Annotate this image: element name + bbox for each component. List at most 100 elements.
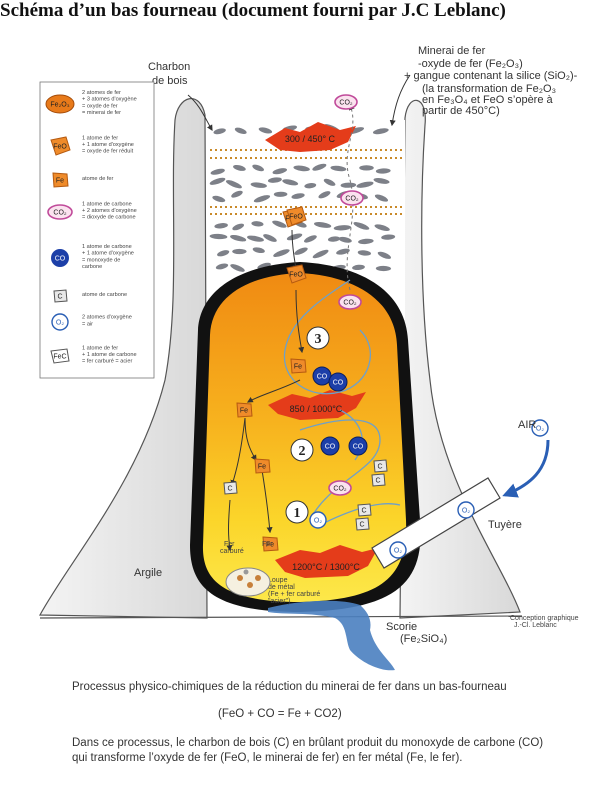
charcoal-piece — [312, 163, 327, 171]
legend-text-line: = oxyde de fer réduit — [82, 149, 134, 155]
co-stage2a: CO — [320, 436, 340, 456]
label-minerai-2: -oxyde de fer (Fe₂O₃) — [418, 58, 523, 70]
o2-air-label: O₂ — [536, 426, 544, 433]
legend-symbol: Fe₂O₃ — [50, 102, 69, 109]
label-loupe-2: de métal — [268, 584, 295, 591]
charcoal-piece — [359, 165, 374, 171]
co-stage2b: CO — [348, 436, 368, 456]
label-fer-2: Fer — [262, 541, 273, 548]
label-fer-carbure-2: carburé — [220, 548, 244, 555]
charcoal-piece — [231, 190, 243, 198]
label-loupe-1: Loupe — [268, 577, 288, 584]
o2-tuyere-inlet-label: O₂ — [394, 548, 402, 555]
label-fer-carbure-1: Fer — [224, 541, 235, 548]
co-stage2b-label: CO — [353, 444, 364, 451]
legend-text-line: 1 atome de carbone — [82, 244, 132, 250]
charcoal-piece — [232, 248, 247, 255]
charcoal-piece — [230, 264, 245, 272]
charcoal-piece — [286, 233, 303, 241]
charcoal-piece — [357, 250, 372, 256]
stage-1: 1 — [294, 506, 301, 521]
carbon-4-label: C — [361, 508, 366, 515]
co2-upper-label: CO₂ — [343, 300, 357, 307]
charcoal-piece — [352, 264, 365, 271]
charcoal-piece — [210, 168, 225, 175]
legend-item-o2: O₂2 atomes d'oxygène= air — [51, 313, 132, 331]
charcoal-piece — [381, 234, 396, 240]
legend-symbol: FeC — [53, 354, 66, 361]
charcoal-piece — [314, 222, 332, 228]
legend-text-line: + 1 atome d'oxygène — [82, 251, 134, 257]
legend-text-line: = fer carburé = acier — [82, 359, 133, 365]
charcoal-piece — [312, 249, 329, 259]
co-stage3-label: CO — [317, 374, 328, 381]
label-scorie: Scorie — [386, 621, 417, 633]
legend-text-line: 2 atomes de fer — [82, 90, 121, 96]
charcoal-piece — [233, 164, 246, 171]
stage-markers: 3 2 1 — [285, 326, 330, 524]
fe-falling-3: Fe — [262, 536, 279, 552]
charcoal-piece — [212, 195, 226, 203]
legend-item-co: CO 1 atome de carbone+ 1 atome d'oxygène=… — [51, 244, 134, 270]
o2-tuyere-label: O₂ — [462, 508, 470, 515]
molecules: CO₂CO₂CO₂FeOFeOFeCOCOFeFeCFeCOCOCCCO₂O₂C… — [223, 94, 549, 559]
legend-symbol: Fe — [56, 178, 64, 185]
charcoal-piece — [251, 221, 264, 227]
charcoal-piece — [333, 225, 352, 231]
charcoal-piece — [375, 168, 391, 174]
legend-text-line: = oxyde de fer — [82, 103, 118, 109]
label-charbon-1: Charbon — [148, 61, 190, 73]
fe-falling-2: Fe — [254, 458, 271, 474]
legend-symbol: CO — [55, 256, 66, 263]
charcoal-piece — [272, 168, 288, 175]
caption-line-3: Dans ce processus, le charbon de bois (C… — [72, 737, 544, 749]
fe-falling-1: Fe — [236, 402, 253, 418]
charcoal-piece — [373, 177, 390, 184]
charcoal-piece — [215, 263, 229, 270]
credit-line-2: J.-Cl. Leblanc — [514, 622, 557, 629]
page-title: Schéma d’un bas fourneau (document fourn… — [0, 0, 506, 21]
feo-reducing: FeO — [286, 264, 307, 284]
carbon-2-label: C — [377, 464, 382, 471]
co-stage3: CO — [312, 366, 332, 386]
legend-text-line: = monoxyde de — [82, 257, 120, 263]
legend-text-line: 1 atome de fer — [82, 345, 118, 351]
charcoal-piece — [267, 177, 282, 183]
credit-line-1: Conception graphique — [510, 615, 579, 622]
co2-rising-label: CO₂ — [345, 196, 359, 203]
charcoal-piece — [272, 220, 287, 228]
charcoal-piece — [230, 235, 247, 242]
charcoal-piece — [318, 191, 331, 199]
charcoal-piece — [213, 128, 226, 135]
label-air: AIR — [518, 419, 536, 431]
legend-text-line: + 1 atome d'oxygène — [82, 142, 134, 148]
charcoal-piece — [234, 127, 247, 135]
co2-stage2: CO₂ — [328, 480, 352, 496]
charcoal-piece — [209, 233, 228, 240]
charcoal-piece — [293, 165, 310, 172]
label-minerai-note-2: en Fe₃O₄ et FeO s’opère à — [422, 94, 554, 106]
o2-tuyere: O₂ — [457, 501, 475, 519]
stage-3: 3 — [315, 332, 322, 347]
carbon-5-label: C — [359, 522, 364, 529]
charcoal-piece — [372, 128, 389, 135]
stage-2: 2 — [299, 444, 306, 459]
legend-text-line: 1 atome de fer — [82, 135, 118, 141]
charcoal-piece — [257, 262, 271, 270]
legend-text-line: carbone — [82, 264, 102, 270]
temp-top: 300 / 450° C — [285, 134, 336, 144]
clay-wall-left — [38, 97, 208, 619]
charcoal-piece — [273, 249, 290, 257]
caption-line-4: qui transforme l’oxyde de fer (FeO, le m… — [72, 752, 463, 764]
fe-falling-3-label: Fe — [266, 542, 274, 549]
legend-text-line: atome de carbone — [82, 292, 127, 298]
charcoal-piece — [225, 180, 242, 189]
charcoal-piece — [294, 247, 308, 255]
fe-stage3-label: Fe — [294, 364, 302, 371]
feo-top-label: FeO — [289, 214, 303, 221]
